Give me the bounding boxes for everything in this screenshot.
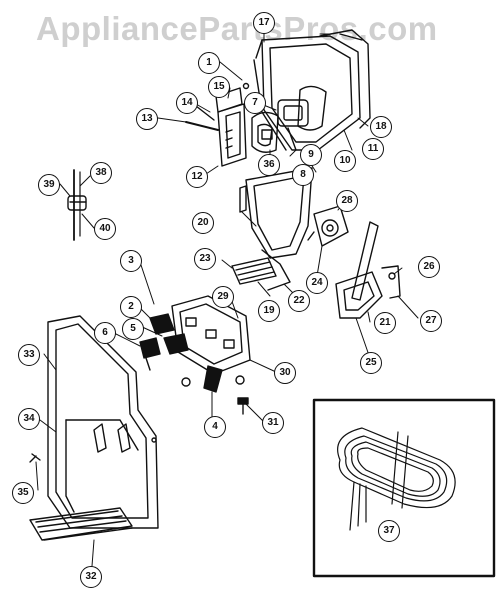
callout-14: 14	[176, 92, 198, 114]
callout-28: 28	[336, 190, 358, 212]
callout-37: 37	[378, 520, 400, 542]
callout-12: 12	[186, 166, 208, 188]
callout-29: 29	[212, 286, 234, 308]
dispenser-housing	[253, 29, 371, 151]
mounting-bracket	[185, 82, 250, 167]
solenoid-motor	[307, 205, 349, 247]
callout-24: 24	[306, 272, 328, 294]
callout-33: 33	[18, 344, 40, 366]
callout-3: 3	[120, 250, 142, 272]
thermistor	[67, 169, 87, 241]
callout-35: 35	[12, 482, 34, 504]
callout-5: 5	[122, 318, 144, 340]
callout-8: 8	[292, 164, 314, 186]
callout-6: 6	[94, 322, 116, 344]
callout-10: 10	[334, 150, 356, 172]
microswitches	[139, 313, 189, 371]
callout-1: 1	[198, 52, 220, 74]
callout-40: 40	[94, 218, 116, 240]
callout-11: 11	[362, 138, 384, 160]
wire-harness	[337, 427, 456, 531]
callout-39: 39	[38, 174, 60, 196]
callout-17: 17	[253, 12, 275, 34]
callout-30: 30	[274, 362, 296, 384]
callout-13: 13	[136, 108, 158, 130]
callout-4: 4	[204, 416, 226, 438]
drip-tray	[29, 507, 133, 541]
callout-15: 15	[208, 76, 230, 98]
callout-21: 21	[374, 312, 396, 334]
callout-36: 36	[258, 154, 280, 176]
callout-2: 2	[120, 296, 142, 318]
callout-34: 34	[18, 408, 40, 430]
dispenser-lever	[181, 365, 249, 415]
callout-9: 9	[300, 144, 322, 166]
actuator-pad	[231, 249, 291, 291]
callout-18: 18	[370, 116, 392, 138]
callout-23: 23	[194, 248, 216, 270]
callout-20: 20	[192, 212, 214, 234]
watermark: AppliancePartsPros.com	[36, 10, 438, 47]
inset-panel	[312, 398, 496, 578]
callout-22: 22	[288, 290, 310, 312]
callout-31: 31	[262, 412, 284, 434]
callout-7: 7	[244, 92, 266, 114]
control-module	[251, 99, 309, 153]
callout-38: 38	[90, 162, 112, 184]
callout-27: 27	[420, 310, 442, 332]
callout-25: 25	[360, 352, 382, 374]
screw-35	[29, 453, 41, 463]
callout-19: 19	[258, 300, 280, 322]
callout-26: 26	[418, 256, 440, 278]
callout-32: 32	[80, 566, 102, 588]
lever-assembly	[335, 221, 401, 319]
